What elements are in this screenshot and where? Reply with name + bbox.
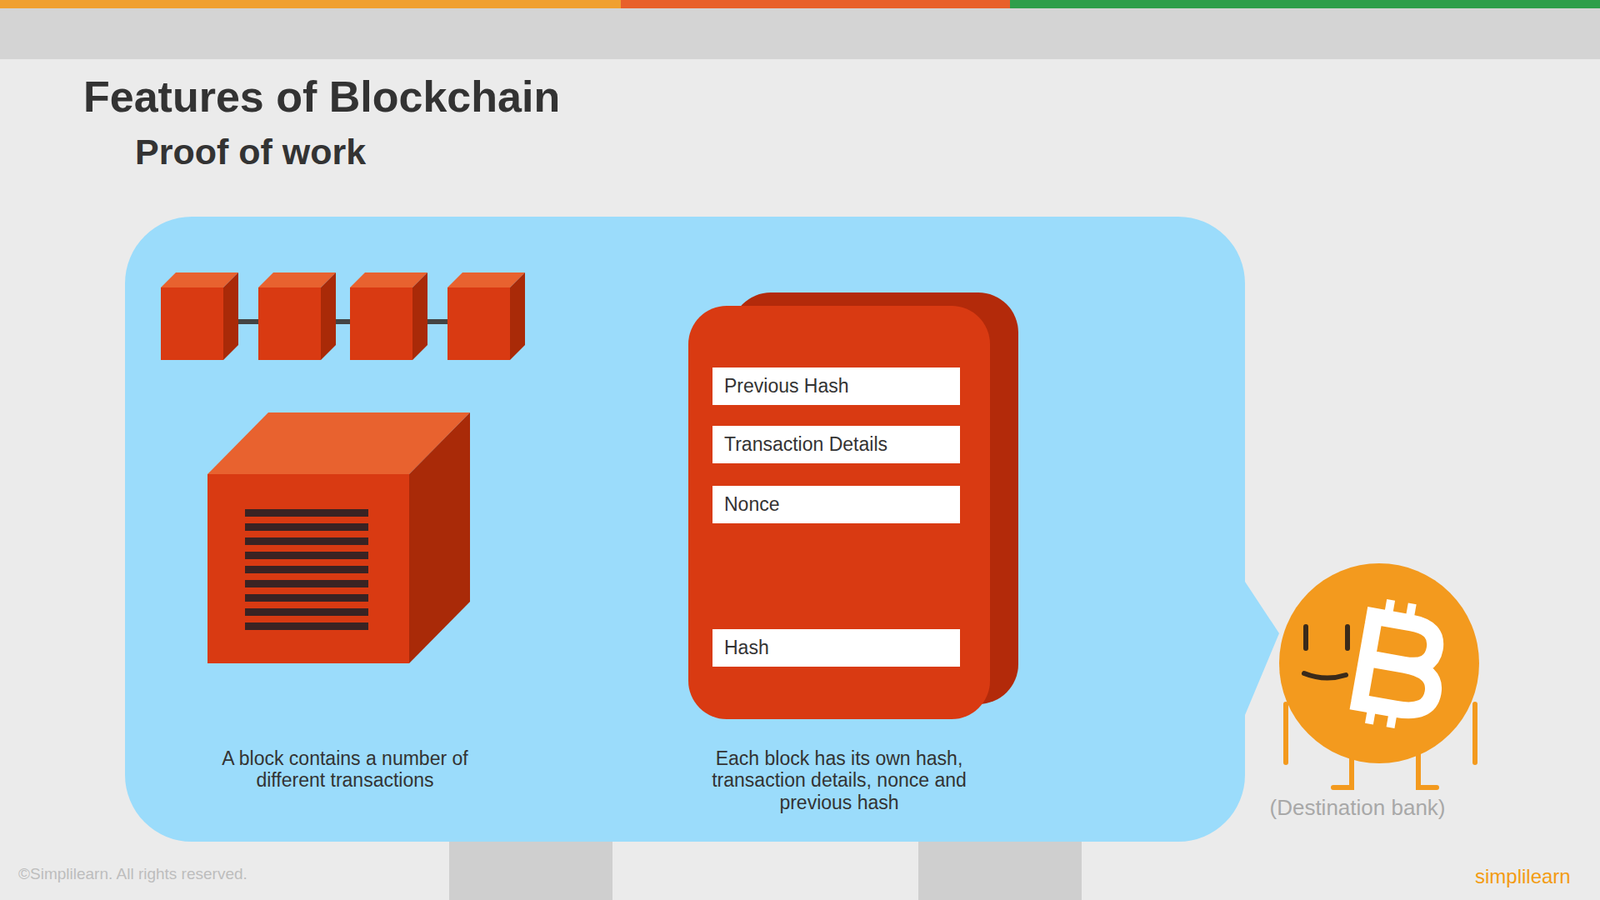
chain-cube bbox=[447, 272, 525, 360]
grey-band bbox=[0, 8, 1600, 60]
speech-panel bbox=[125, 216, 1280, 842]
field-box: Transaction Details bbox=[712, 425, 960, 464]
status-bar bbox=[620, 0, 1010, 9]
diagram-title: Features of Blockchain bbox=[83, 71, 560, 122]
status-bar bbox=[1010, 0, 1600, 9]
field-box: Hash bbox=[712, 629, 960, 667]
brand-logo: simplilearn bbox=[1475, 865, 1571, 889]
status-bar bbox=[0, 0, 621, 9]
field-box: Nonce bbox=[712, 485, 960, 524]
character-label: (Destination bank) bbox=[1232, 795, 1483, 821]
field-label: Previous Hash bbox=[724, 375, 850, 398]
block-description: Each block has its own hash, transaction… bbox=[709, 747, 970, 814]
field-label: Nonce bbox=[724, 493, 780, 516]
copyright-note: ©Simplilearn. All rights reserved. bbox=[18, 865, 248, 884]
field-label: Hash bbox=[724, 636, 770, 660]
bitcoin-character bbox=[1279, 563, 1480, 788]
field-box: Previous Hash bbox=[712, 367, 960, 405]
block-cube bbox=[207, 412, 470, 664]
field-label: Transaction Details bbox=[724, 433, 888, 456]
chain-cube bbox=[160, 272, 239, 360]
chain-cube bbox=[350, 272, 428, 360]
block-card: Each block has its own hash, transaction… bbox=[688, 305, 990, 720]
block-caption: A block contains a number of different t… bbox=[207, 747, 483, 792]
chain-cube bbox=[258, 272, 336, 360]
subtitle: Proof of work bbox=[135, 131, 366, 173]
